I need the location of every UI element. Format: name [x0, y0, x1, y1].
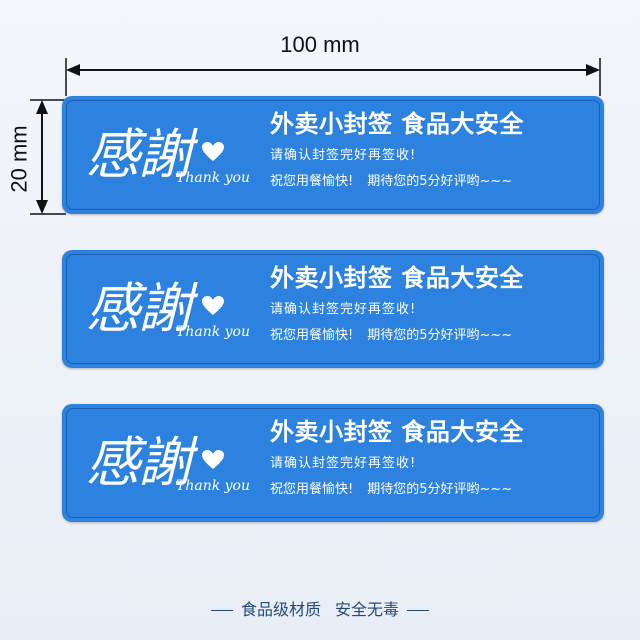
sticker-label: 感謝 Thank you 外卖小封签 食品大安全 请确认封签完好再签收! 祝您用… — [62, 96, 604, 214]
sticker-line-2: 祝您用餐愉快! 期待您的5分好评哟~~~ — [270, 478, 512, 497]
sticker-line-2a: 祝您用餐愉快! — [270, 328, 354, 343]
sticker-inner-border — [66, 254, 600, 364]
footer-dash-right — [407, 609, 430, 612]
width-dimension-label: 100 mm — [280, 32, 360, 57]
sticker-label: 感謝 Thank you 外卖小封签 食品大安全 请确认封签完好再签收! 祝您用… — [62, 404, 604, 522]
heart-icon — [202, 450, 224, 469]
thanks-english: Thank you — [176, 478, 251, 494]
thanks-chinese: 感謝 — [86, 277, 192, 340]
sticker-headline: 外卖小封签 食品大安全 — [270, 110, 524, 138]
sticker-label: 感謝 Thank you 外卖小封签 食品大安全 请确认封签完好再签收! 祝您用… — [62, 250, 604, 368]
footer-left-text: 食品级材质 — [240, 600, 321, 619]
sticker-line-2: 祝您用餐愉快! 期待您的5分好评哟~~~ — [270, 170, 512, 189]
sticker-headline: 外卖小封签 食品大安全 — [270, 264, 524, 292]
sticker-line-1: 请确认封签完好再签收! — [270, 302, 417, 317]
sticker-line-2: 祝您用餐愉快! 期待您的5分好评哟~~~ — [270, 324, 512, 343]
sticker-line-2b: 期待您的5分好评哟~~~ — [367, 328, 513, 343]
sticker-line-2a: 祝您用餐愉快! — [270, 174, 354, 189]
thanks-english: Thank you — [176, 324, 251, 340]
thanks-english: Thank you — [176, 170, 251, 186]
sticker-line-2a: 祝您用餐愉快! — [270, 482, 354, 497]
footer-right-text: 安全无毒 — [335, 600, 400, 619]
sticker-line-2b: 期待您的5分好评哟~~~ — [367, 482, 513, 497]
thanks-chinese: 感謝 — [86, 431, 192, 494]
sticker-line-1: 请确认封签完好再签收! — [270, 148, 417, 163]
sticker-inner-border — [66, 100, 600, 210]
sticker-headline: 外卖小封签 食品大安全 — [270, 418, 524, 446]
footer-dash-left — [210, 609, 233, 612]
height-dimension-label: 20 mm — [6, 125, 32, 193]
thanks-chinese: 感謝 — [86, 123, 192, 186]
sticker-line-2b: 期待您的5分好评哟~~~ — [367, 174, 513, 189]
sticker-inner-border — [66, 408, 600, 518]
sticker-line-1: 请确认封签完好再签收! — [270, 456, 417, 471]
footer-tagline: 食品级材质安全无毒 — [0, 596, 640, 620]
heart-icon — [202, 142, 224, 161]
heart-icon — [202, 296, 224, 315]
